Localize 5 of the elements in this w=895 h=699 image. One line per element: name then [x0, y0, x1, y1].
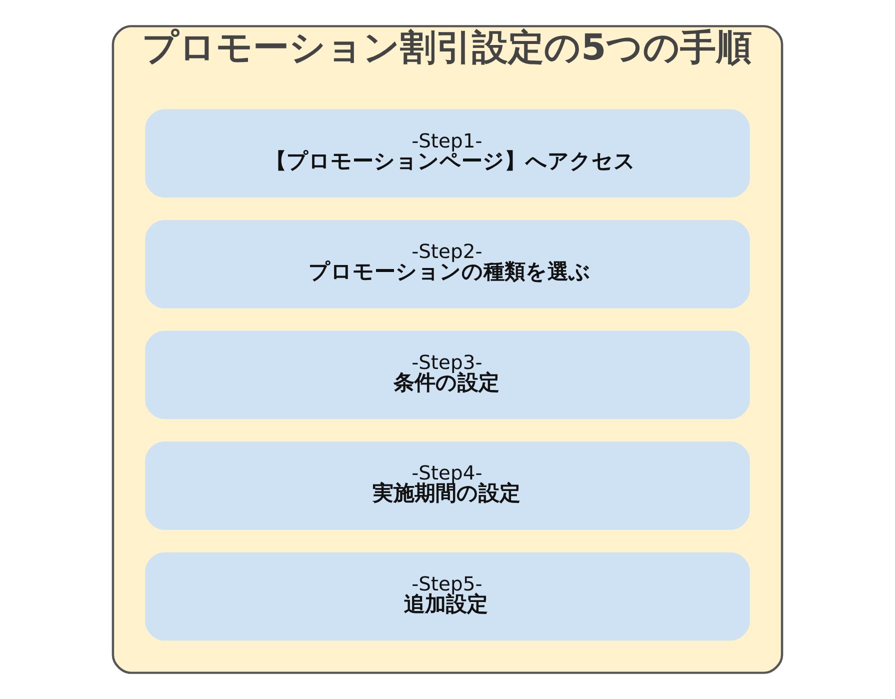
node-box: -Step4- 実施期間の設定 [145, 442, 750, 530]
node-box: -Step1- 【プロモーションページ】へアクセス [145, 109, 750, 198]
node-box: -Step5- 追加設定 [145, 552, 750, 641]
node-box: -Step3- 条件の設定 [145, 330, 750, 420]
node-box: -Step2- プロモーションの種類を選ぶ [145, 220, 750, 308]
